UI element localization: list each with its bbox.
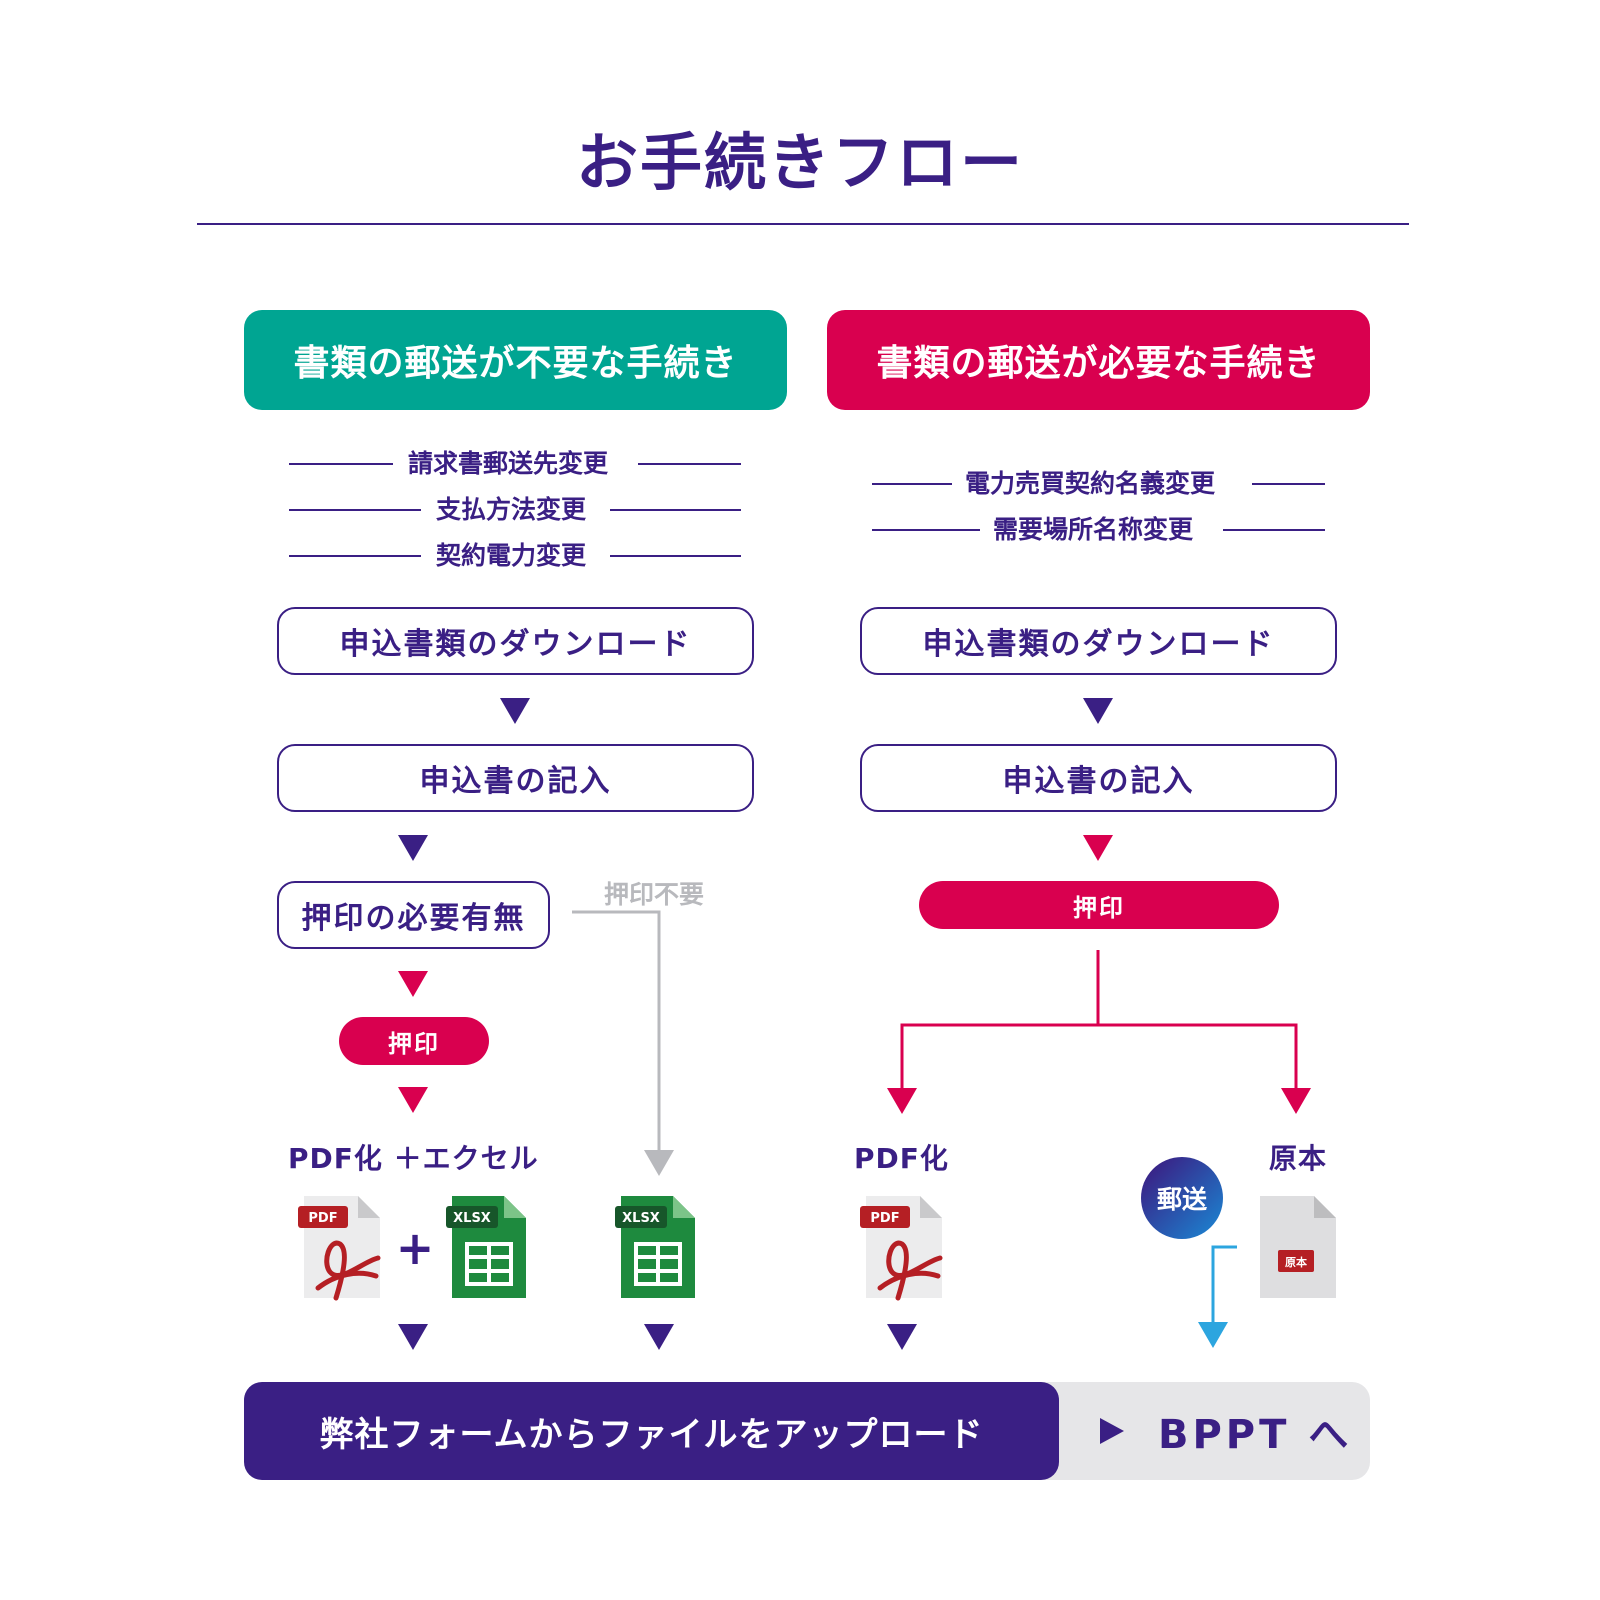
arrow-down-icon <box>398 1324 428 1350</box>
left-stamp-pill: 押印 <box>339 1017 489 1065</box>
plus-icon: + <box>396 1221 435 1275</box>
left-output-label: PDF化 ＋エクセル <box>288 1142 539 1175</box>
xlsx-file-icon: XLSX <box>446 1196 526 1298</box>
category-contract-power: 契約電力変更 <box>436 541 587 570</box>
category-rule <box>1252 483 1325 485</box>
arrow-down-icon <box>1281 1088 1311 1114</box>
category-rule <box>1223 529 1325 531</box>
stamp-not-needed-label: 押印不要 <box>604 880 705 909</box>
right-fill-step: 申込書の記入 <box>860 744 1337 812</box>
pdf-tag: PDF <box>870 1211 899 1226</box>
category-rule <box>638 463 741 465</box>
arrow-down-icon <box>398 971 428 997</box>
mail-connector <box>1211 1245 1237 1322</box>
arrow-down-icon <box>1083 835 1113 861</box>
arrow-down-icon <box>644 1324 674 1350</box>
right-pdf-label: PDF化 <box>854 1142 949 1175</box>
right-stamp-pill: 押印 <box>919 881 1279 929</box>
upload-banner: 弊社フォームからファイルをアップロード <box>244 1382 1059 1480</box>
arrow-down-icon <box>1083 698 1113 724</box>
category-rule <box>610 555 741 557</box>
xlsx-tag: XLSX <box>622 1211 660 1226</box>
pdf-file-icon: PDF <box>298 1196 381 1301</box>
pdf-file-icon: PDF <box>860 1196 943 1301</box>
header-no-mail: 書類の郵送が不要な手続き <box>244 310 787 410</box>
category-payment-method: 支払方法変更 <box>436 495 587 524</box>
arrow-down-icon <box>887 1324 917 1350</box>
arrow-down-icon <box>887 1088 917 1114</box>
original-tag: 原本 <box>1285 1255 1307 1269</box>
stamp-check-step: 押印の必要有無 <box>277 881 550 949</box>
mail-badge: 郵送 <box>1141 1157 1223 1239</box>
arrow-down-icon <box>1198 1322 1228 1348</box>
pdf-tag: PDF <box>308 1211 337 1226</box>
arrow-down-icon <box>500 698 530 724</box>
category-rule <box>872 483 952 485</box>
xlsx-file-icon: XLSX <box>615 1196 695 1298</box>
category-rule <box>872 529 980 531</box>
category-billing-address: 請求書郵送先変更 <box>408 449 609 478</box>
arrow-down-icon <box>644 1150 674 1176</box>
category-contract-name: 電力売買契約名義変更 <box>965 469 1216 498</box>
xlsx-tag: XLSX <box>453 1211 491 1226</box>
original-label: 原本 <box>1269 1142 1328 1175</box>
left-download-step: 申込書類のダウンロード <box>277 607 754 675</box>
category-site-name: 需要場所名称変更 <box>993 515 1194 544</box>
category-rule <box>289 509 421 511</box>
category-rule <box>289 555 421 557</box>
page-title: お手続きフロー <box>575 126 1024 199</box>
branch-connector <box>900 1023 1298 1092</box>
arrow-down-icon <box>398 1087 428 1113</box>
header-mail-required: 書類の郵送が必要な手続き <box>827 310 1370 410</box>
original-document-icon: 原本 <box>1260 1196 1336 1298</box>
arrow-down-icon <box>398 835 428 861</box>
play-icon <box>1100 1418 1124 1444</box>
title-divider <box>197 223 1409 225</box>
skip-stamp-connector <box>572 910 661 1150</box>
right-download-step: 申込書類のダウンロード <box>860 607 1337 675</box>
category-rule <box>610 509 741 511</box>
bppt-link[interactable]: BPPT へ <box>1020 1382 1370 1480</box>
left-fill-step: 申込書の記入 <box>277 744 754 812</box>
bppt-label: BPPT へ <box>1158 1412 1353 1458</box>
category-rule <box>289 463 393 465</box>
